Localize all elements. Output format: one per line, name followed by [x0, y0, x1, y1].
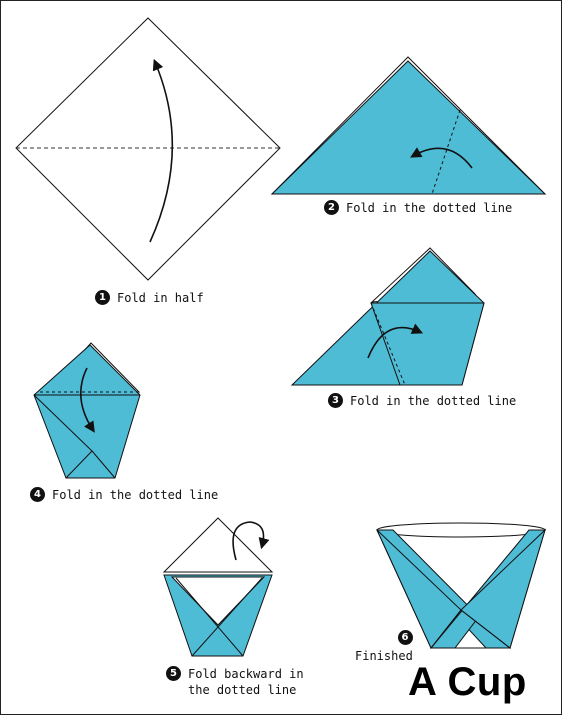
step5-caption: Fold backward in the dotted line [188, 666, 304, 698]
step2-fold-arrow [410, 147, 473, 169]
step3-fold-line [370, 302, 406, 386]
step3-label: 3 Fold in the dotted line [328, 393, 516, 408]
step3-caption: Fold in the dotted line [350, 393, 517, 408]
step6-caption: Finished [355, 649, 413, 663]
step5-top-flap [162, 517, 274, 573]
step4-fold-arrow [79, 367, 95, 433]
step2-diagram [270, 56, 547, 195]
step2-number-badge: 2 [324, 200, 339, 215]
step5-diagram [162, 517, 274, 657]
step4-paper-body [33, 344, 141, 479]
step1-number-badge: 1 [95, 290, 110, 305]
step3-diagram [290, 247, 485, 386]
step3-fold-arrow [367, 323, 424, 359]
cup-rim [376, 522, 546, 538]
page-title: A Cup [408, 660, 527, 704]
step4-number-badge: 4 [30, 487, 45, 502]
step6-number-badge: 6 [397, 630, 413, 645]
step5-number-badge: 5 [166, 666, 181, 681]
step6-label: 6 Finished [355, 627, 415, 663]
step4-label: 4 Fold in the dotted line [30, 487, 218, 502]
step5-caption-line1: Fold backward in [188, 667, 304, 681]
step1-diagram [15, 17, 281, 281]
step5-fold-arrow [232, 521, 270, 561]
step4-caption: Fold in the dotted line [52, 487, 219, 502]
step2-caption: Fold in the dotted line [346, 200, 513, 215]
step3-number-badge: 3 [328, 393, 343, 408]
step2-fold-line [431, 109, 461, 195]
step4-diagram [33, 342, 141, 479]
step1-fold-arrow [149, 58, 174, 243]
step1-caption: Fold in half [117, 290, 204, 305]
step6-finished-cup [375, 522, 547, 649]
step2-paper-triangle [270, 60, 547, 195]
step2-label: 2 Fold in the dotted line [324, 200, 512, 215]
step1-paper-square [15, 17, 281, 281]
step5-caption-line2: the dotted line [188, 683, 297, 697]
step1-label: 1 Fold in half [95, 290, 204, 305]
step5-label: 5 Fold backward in the dotted line [166, 666, 304, 698]
step3-paper-flap [370, 302, 485, 386]
